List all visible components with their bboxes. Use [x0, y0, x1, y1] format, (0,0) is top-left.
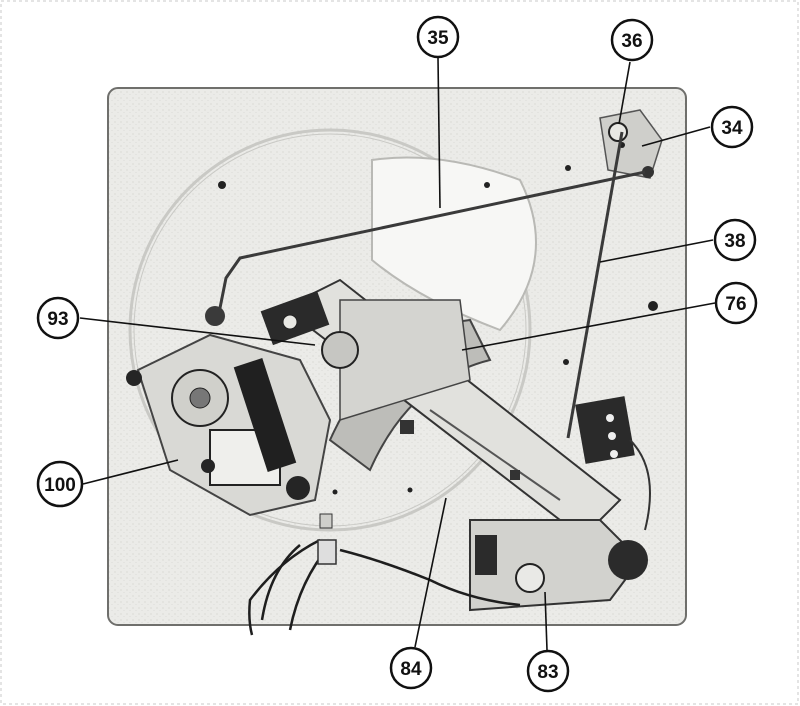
lower-mechanism [469, 519, 648, 612]
vertical-rod [566, 131, 624, 439]
callout-35-label: 35 [427, 28, 449, 49]
switch-block [575, 396, 651, 531]
callout-83: 83 [526, 649, 570, 693]
slide-plate [299, 278, 622, 521]
callout-100: 100 [36, 460, 84, 508]
wire-clamp [317, 539, 337, 565]
callout-93-label: 93 [47, 309, 68, 330]
callout-83-label: 83 [537, 662, 558, 683]
leader-lines [79, 57, 716, 651]
motor-assembly [126, 333, 332, 517]
latch-bracket [205, 290, 359, 369]
linkage-rod [216, 170, 646, 319]
callout-93: 93 [36, 296, 80, 340]
callout-84-label: 84 [400, 659, 422, 680]
mounting-holes [218, 165, 658, 495]
callout-35: 35 [416, 15, 460, 59]
callout-76-label: 76 [725, 294, 746, 315]
callout-100-label: 100 [44, 475, 76, 496]
callout-84: 84 [389, 646, 433, 690]
callout-38-label: 38 [724, 231, 745, 252]
callout-36-label: 36 [621, 31, 642, 52]
bottom-plug [319, 513, 333, 529]
callout-76: 76 [714, 281, 758, 325]
callout-34: 34 [710, 105, 754, 149]
platter-cutout [371, 156, 537, 332]
callout-38: 38 [713, 218, 757, 262]
callout-36: 36 [610, 18, 654, 62]
callout-34-label: 34 [721, 118, 743, 139]
